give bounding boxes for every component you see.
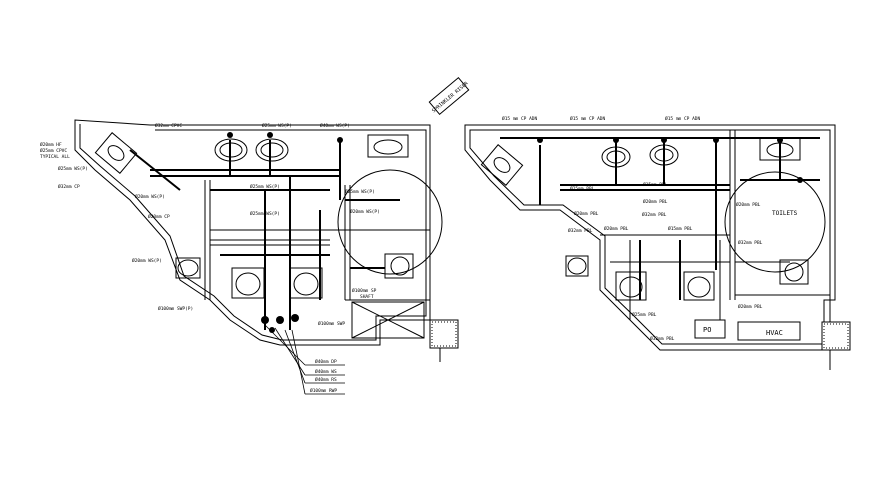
left-floor-plan xyxy=(74,119,443,346)
label: Ø40mm WS xyxy=(315,368,337,375)
label: Ø25mm CPVC xyxy=(40,147,67,154)
label: Ø100mm SP xyxy=(352,287,377,294)
label: Ø20mm PBL xyxy=(736,201,761,208)
label: Ø32mm PBL xyxy=(738,239,763,246)
label: Ø40mm WS(P) xyxy=(320,122,350,129)
label: Ø25mm PBL xyxy=(570,185,595,192)
left-valve-markers xyxy=(227,132,343,333)
right-labels: Ø15 mm CP ADN Ø15 mm CP ADN Ø15 mm CP AD… xyxy=(502,115,798,342)
label: Ø100mm SWP(P) xyxy=(158,305,193,312)
label: SHAFT xyxy=(360,294,374,300)
po-label: PO xyxy=(703,326,711,334)
label: Ø20mm WS(P) xyxy=(135,193,165,200)
label: Ø15 mm CP ADN xyxy=(502,115,538,122)
label: Ø25mm WS(P) xyxy=(262,122,292,129)
label: Ø25mm WS(P) xyxy=(250,210,280,217)
label: Ø40mm RS xyxy=(315,376,337,383)
label: Ø32mm PBL xyxy=(642,211,667,218)
label: Ø20mm PBL xyxy=(738,303,763,310)
label: Ø100mm RWP xyxy=(310,387,337,394)
sprinkler-riser-stamp: SPRINKLER RISER xyxy=(428,76,470,116)
label: Ø15 mm CP ADN xyxy=(570,115,606,122)
label: Ø20mm HF xyxy=(40,141,62,148)
label: Ø20mm WS(P) xyxy=(132,257,162,264)
label: Ø20mm PBL xyxy=(574,210,599,217)
label: TYPICAL ALL xyxy=(40,154,70,160)
label: Ø32mm PBL xyxy=(650,335,675,342)
label: Ø32mm PBL xyxy=(568,227,593,234)
label: Ø15mm PBL xyxy=(643,181,668,188)
right-valve-markers xyxy=(537,137,803,183)
label: Ø32mm CPVC xyxy=(155,122,182,129)
label: Ø20mm PBL xyxy=(643,198,668,205)
label: Ø20mm CP xyxy=(148,213,170,220)
label: Ø32mm CP xyxy=(58,183,80,190)
label: Ø20mm PBL xyxy=(604,225,629,232)
label: Ø100mm SWP xyxy=(318,320,345,327)
right-column xyxy=(821,321,851,370)
label: Ø25mm WS(P) xyxy=(250,183,280,190)
left-column xyxy=(429,319,459,362)
label: Ø40mm DP xyxy=(315,358,337,365)
left-piping xyxy=(129,140,430,330)
label: Ø25mm WS(P) xyxy=(345,188,375,195)
left-leader-lines xyxy=(264,324,345,395)
label: Ø15mm PBL xyxy=(668,225,693,232)
right-piping xyxy=(500,137,820,300)
toilets-label: TOILETS xyxy=(772,210,798,217)
hvac-label: HVAC xyxy=(766,329,783,337)
left-labels: Ø32mm CPVC Ø25mm WS(P) Ø40mm WS(P) Ø20mm… xyxy=(40,122,380,394)
label: Ø15 mm CP ADN xyxy=(665,115,701,122)
label: Ø25mm PBL xyxy=(632,311,657,318)
label: Ø20mm WS(P) xyxy=(350,208,380,215)
label: Ø25mm WS(P) xyxy=(58,165,88,172)
